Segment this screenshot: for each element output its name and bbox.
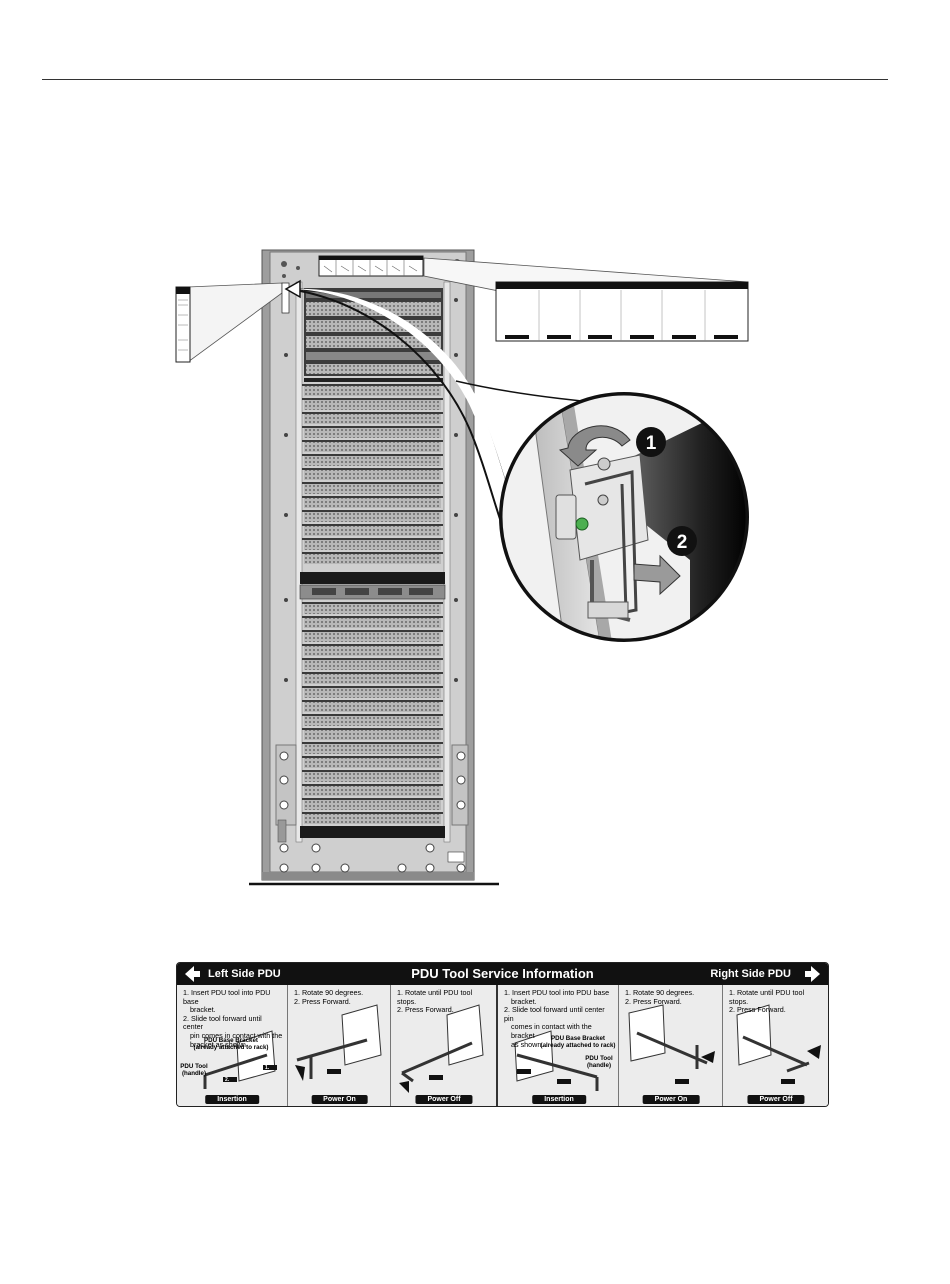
server-unit-mesh — [304, 618, 441, 628]
server-unit-mesh — [304, 386, 441, 396]
server-unit-mesh — [304, 456, 441, 466]
left-side-heading: Left Side PDU — [185, 966, 281, 982]
server-unit-mesh — [304, 428, 441, 438]
panel-right-power-off: 1. Rotate until PDU tool stops. 2. Press… — [722, 985, 828, 1106]
server-unit-mesh — [304, 540, 441, 550]
server-unit-mesh — [304, 660, 441, 670]
server-unit-bezel — [302, 630, 443, 632]
header-rule — [42, 79, 888, 80]
server-unit-bezel — [302, 384, 443, 386]
label-illustrations: 2. 1. — [203, 1004, 821, 1093]
server-unit-mesh — [304, 414, 441, 424]
server-unit-mesh — [304, 604, 441, 614]
server-unit-mesh — [304, 646, 441, 656]
server-unit-mesh — [304, 730, 441, 740]
badge-power-on: Power On — [642, 1095, 700, 1104]
server-unit-mesh — [304, 498, 441, 508]
arrow-mark-1: 1. — [265, 1065, 270, 1071]
server-unit-bezel — [302, 644, 443, 646]
badge-insertion: Insertion — [205, 1095, 259, 1104]
server-unit-bezel — [302, 742, 443, 744]
left-side-text: Left Side PDU — [208, 968, 281, 980]
server-unit-mesh — [304, 800, 441, 810]
server-unit-mesh — [304, 674, 441, 684]
right-pdu-label-callout — [423, 257, 749, 342]
server-unit-bezel — [302, 728, 443, 730]
step-1-marker: 1 — [646, 433, 657, 454]
server-unit-mesh — [304, 632, 441, 642]
server-unit-mesh — [304, 400, 441, 410]
panel-left-insertion: 1. Insert PDU tool into PDU base bracket… — [180, 988, 283, 1104]
badge-insertion: Insertion — [532, 1095, 586, 1104]
server-unit-bezel — [302, 510, 443, 512]
server-unit-bezel — [302, 770, 443, 772]
server-unit-bezel — [302, 700, 443, 702]
server-unit-bezel — [302, 714, 443, 716]
label-title: PDU Tool Service Information — [411, 966, 594, 981]
server-unit-bezel — [302, 552, 443, 554]
server-unit-mesh — [304, 786, 441, 796]
badge-power-off: Power Off — [747, 1095, 805, 1104]
label-body: 2. 1. 1. Insert PDU tool into PDU base b… — [177, 985, 828, 1106]
label-header: Left Side PDU PDU Tool Service Informati… — [177, 963, 828, 985]
server-unit-bezel — [302, 426, 443, 428]
server-unit-bezel — [302, 454, 443, 456]
server-unit-mesh — [304, 470, 441, 480]
server-unit-mesh — [304, 758, 441, 768]
pdu-tool-service-label: Left Side PDU PDU Tool Service Informati… — [176, 962, 829, 1107]
panel-right-insertion: 1. Insert PDU tool into PDU base bracket… — [496, 985, 620, 1106]
server-unit-mesh — [304, 526, 441, 536]
server-unit-mesh — [304, 772, 441, 782]
server-unit-mesh — [304, 702, 441, 712]
server-unit-mesh — [304, 716, 441, 726]
server-unit-bezel — [302, 756, 443, 758]
badge-power-off: Power Off — [415, 1095, 473, 1104]
arrow-right-icon — [805, 966, 820, 982]
server-unit-bezel — [302, 784, 443, 786]
badge-power-on: Power On — [311, 1095, 368, 1104]
arrow-mark-2: 2. — [225, 1077, 230, 1083]
rack — [261, 249, 475, 881]
step-2-marker: 2 — [677, 532, 688, 553]
server-unit-mesh — [304, 512, 441, 522]
server-unit-bezel — [302, 496, 443, 498]
server-unit-mesh — [304, 814, 441, 824]
server-unit-bezel — [302, 538, 443, 540]
arrow-left-icon — [185, 966, 200, 982]
server-unit-mesh — [304, 688, 441, 698]
right-side-heading: Right Side PDU — [710, 966, 820, 982]
server-unit-bezel — [302, 658, 443, 660]
server-unit-bezel — [302, 412, 443, 414]
server-unit-mesh — [304, 744, 441, 754]
server-unit-bezel — [302, 602, 443, 604]
panel-right-power-on: 1. Rotate 90 degrees. 2. Press Forward. … — [618, 985, 723, 1106]
server-unit-bezel — [302, 798, 443, 800]
zoom-detail: 1 2 — [499, 392, 749, 642]
panel-left-power-off: 1. Rotate until PDU tool stops. 2. Press… — [390, 985, 497, 1106]
server-unit-bezel — [302, 616, 443, 618]
right-side-text: Right Side PDU — [710, 968, 791, 980]
left-pdu-label-callout — [175, 282, 290, 363]
server-unit-mesh — [304, 484, 441, 494]
server-unit-bezel — [302, 686, 443, 688]
server-unit-mesh — [304, 442, 441, 452]
server-unit-bezel — [302, 524, 443, 526]
panel-left-power-on: 1. Rotate 90 degrees. 2. Press Forward. … — [287, 985, 391, 1106]
server-unit-mesh — [304, 554, 441, 564]
server-unit-bezel — [302, 482, 443, 484]
server-unit-bezel — [302, 398, 443, 400]
server-unit-bezel — [302, 440, 443, 442]
server-unit-bezel — [302, 812, 443, 814]
server-unit-bezel — [302, 468, 443, 470]
server-unit-bezel — [302, 672, 443, 674]
